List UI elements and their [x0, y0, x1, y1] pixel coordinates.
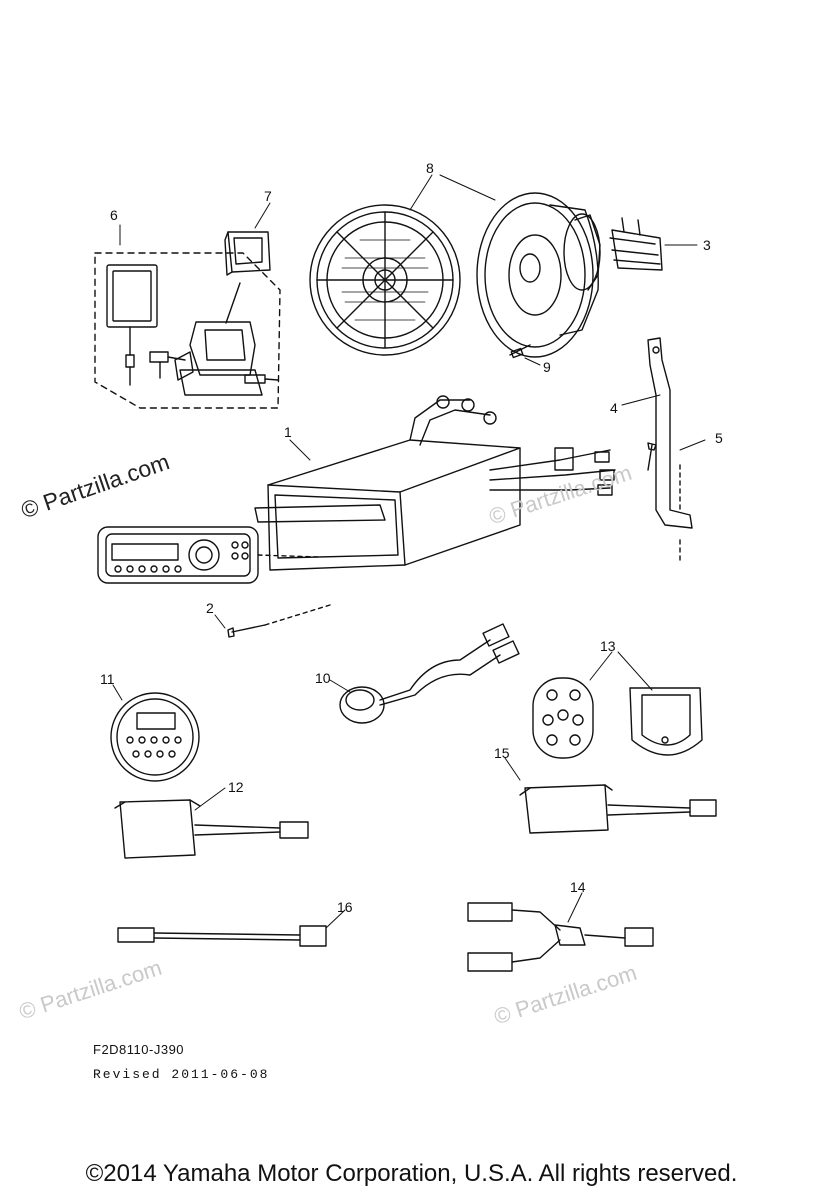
part-6-remote-kit	[94, 252, 281, 409]
leader-lines	[112, 174, 706, 929]
part-2-screw	[227, 604, 331, 638]
part-8-speaker-side	[476, 192, 601, 359]
callout-6: 6	[110, 207, 118, 223]
callout-numbers: 1 2 3 4 5 6 7 8 9 10 11 12 13 14 15 16	[100, 160, 723, 915]
callout-16: 16	[337, 899, 353, 915]
callout-3: 3	[703, 237, 711, 253]
callout-13: 13	[600, 638, 616, 654]
callout-4: 4	[610, 400, 618, 416]
part-12-module	[114, 799, 309, 859]
callout-11: 11	[100, 671, 115, 687]
callout-8: 8	[426, 160, 434, 176]
callout-2: 2	[206, 600, 214, 616]
callout-7: 7	[264, 188, 272, 204]
part-15-module	[519, 784, 717, 834]
diagram-code: F2D8110-J390	[93, 1042, 185, 1057]
part-10-audio-cable	[339, 623, 520, 724]
part-5-screw	[647, 442, 657, 471]
faceplate	[97, 526, 321, 584]
part-14-y-cable	[467, 902, 654, 972]
part-16-cable	[117, 925, 327, 947]
part-7-cover	[224, 231, 271, 324]
callout-15: 15	[494, 745, 510, 761]
part-11-wired-remote	[110, 692, 200, 782]
copyright-notice: ©2014 Yamaha Motor Corporation, U.S.A. A…	[85, 1160, 738, 1187]
part-4-bracket	[647, 337, 693, 561]
revised-date: Revised 2011-06-08	[93, 1067, 270, 1082]
part-8-speaker-front	[309, 204, 461, 356]
callout-5: 5	[715, 430, 723, 446]
part-3-connector	[609, 217, 663, 271]
part-1-stereo-unit	[254, 395, 616, 571]
callout-10: 10	[315, 670, 331, 686]
callout-12: 12	[228, 779, 244, 795]
callout-14: 14	[570, 879, 586, 895]
callout-9: 9	[543, 359, 551, 375]
part-13-remote-holder	[532, 677, 703, 759]
callout-1: 1	[284, 424, 292, 440]
